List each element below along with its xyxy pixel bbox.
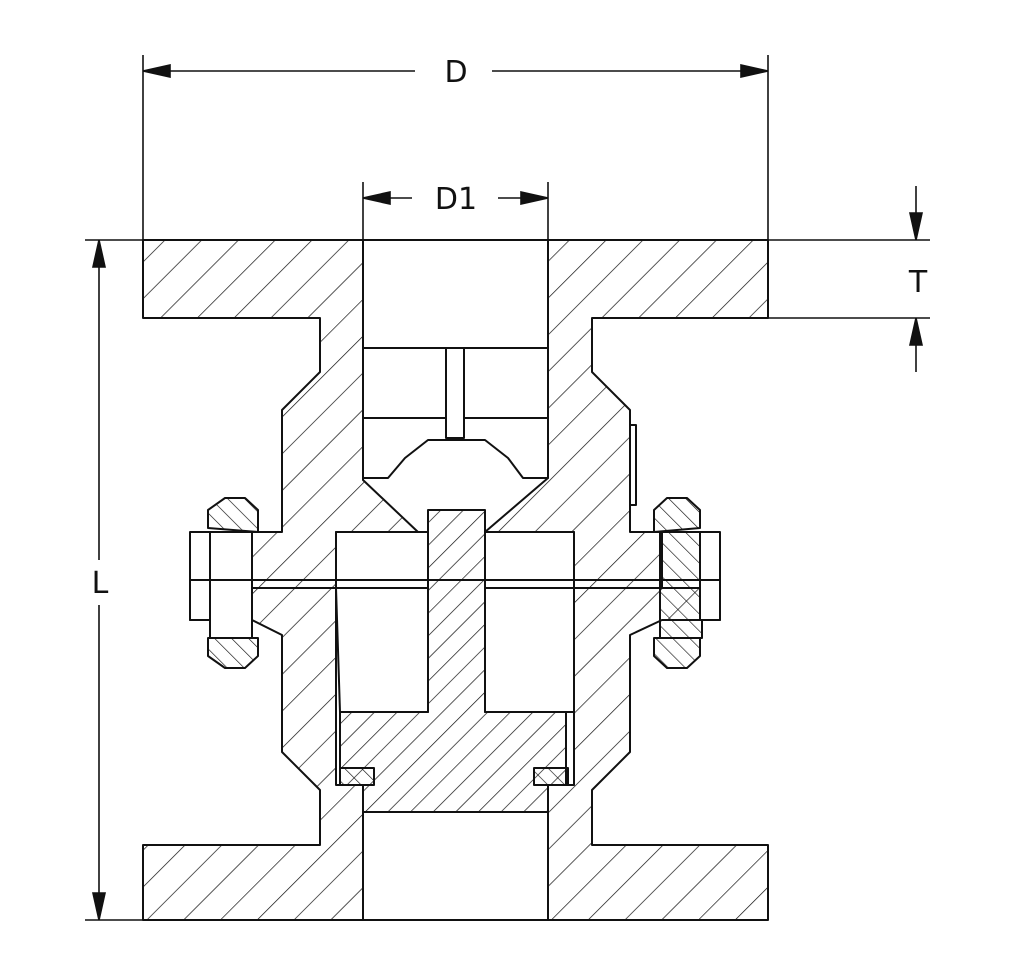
right-seal: [533, 767, 569, 786]
dim-label-d: D: [444, 55, 467, 90]
top-bore: [362, 239, 549, 349]
left-flange-lug: [189, 531, 211, 621]
dim-d-arrow-right: [740, 64, 769, 78]
dim-t-arrow-bottom: [909, 317, 923, 346]
bonnet-right-block: [484, 531, 575, 589]
left-seal: [339, 767, 375, 786]
right-bolt-lower-nut: [653, 637, 701, 669]
guide-stem-slot: [445, 347, 465, 439]
dim-d1-arrow-left: [362, 191, 391, 205]
left-bolt-lower-nut: [207, 637, 259, 669]
bonnet-left-block: [335, 531, 429, 589]
bottom-bore: [362, 811, 549, 921]
right-bolt-upper-nut: [653, 497, 701, 533]
left-bolt-shank: [209, 531, 253, 639]
dim-d1-arrow-right: [520, 191, 549, 205]
nameplate: [629, 424, 637, 506]
dim-l-arrow-top: [92, 239, 106, 268]
dim-label-t: T: [908, 265, 928, 300]
right-bolt-shank: [659, 531, 703, 639]
dim-d-arrow-left: [142, 64, 171, 78]
dim-t-arrow-top: [909, 212, 923, 241]
dim-l-arrow-bottom: [92, 892, 106, 921]
left-bolt-upper-nut: [207, 497, 259, 533]
dim-label-d1: D1: [435, 182, 477, 217]
right-flange-lug: [699, 531, 721, 621]
disc-piston: [339, 509, 567, 813]
dim-label-l: L: [92, 566, 109, 601]
